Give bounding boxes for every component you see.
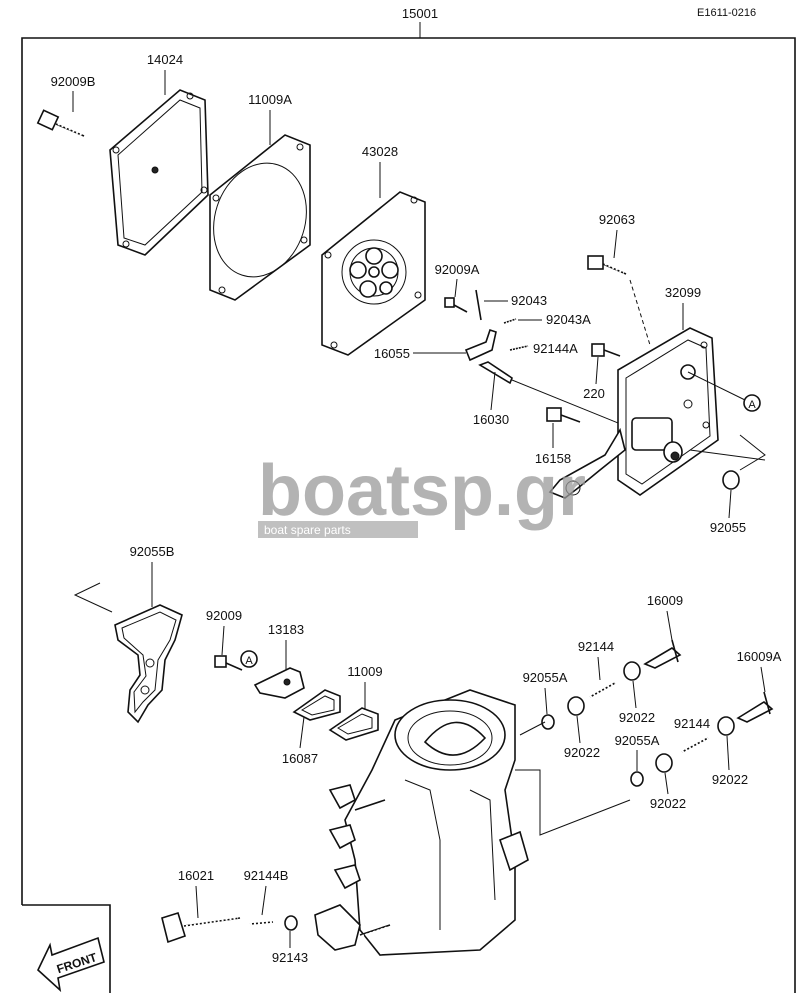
label-32099: 32099 [665, 285, 701, 300]
screw-92009 [214, 655, 243, 671]
mixture-screw-16009A [736, 691, 774, 723]
label-92144-1: 92144 [578, 639, 614, 654]
label-92055: 92055 [710, 520, 746, 535]
gasket-11009A [209, 134, 311, 301]
bolt-92009B [36, 109, 85, 137]
bolt-92063 [587, 255, 627, 275]
assembly-number: 15001 [402, 6, 438, 21]
label-92022-4: 92022 [712, 772, 748, 787]
washer-92022-4 [717, 716, 735, 736]
label-92022-3: 92022 [650, 796, 686, 811]
spring-92144-2 [679, 733, 711, 757]
label-16009: 16009 [647, 593, 683, 608]
label-92022-2: 92022 [619, 710, 655, 725]
label-92144-2: 92144 [674, 716, 710, 731]
o-ring-92055A-1 [541, 714, 555, 730]
bolt-16158 [546, 407, 581, 423]
reference-marker-top [743, 394, 761, 412]
label-92143: 92143 [272, 950, 308, 965]
lever-16055 [464, 328, 497, 362]
screw-92009A [444, 297, 468, 313]
label-11009: 11009 [347, 664, 382, 679]
watermark-brand: boatsp.gr [258, 451, 586, 531]
gasket-11009 [328, 707, 379, 741]
reference-marker-bottom [240, 650, 258, 668]
spring-92144-1 [587, 678, 618, 702]
front-arrow-icon [37, 936, 105, 993]
marker-label-top: A [748, 399, 756, 411]
o-ring-92055A-2 [630, 771, 644, 787]
diaphragm-cover-14024 [109, 89, 209, 256]
watermark-tagline: boat spare parts [264, 523, 351, 537]
label-220: 220 [583, 386, 605, 401]
needle-16030 [478, 361, 513, 385]
plate-13183 [253, 667, 305, 699]
marker-label-bottom: A [245, 655, 253, 667]
watermark-tagline-bg [258, 521, 418, 538]
label-16009A: 16009A [737, 649, 782, 664]
label-92055B: 92055B [130, 544, 175, 559]
carburetor-body [314, 689, 529, 956]
spring-92144A [509, 345, 529, 351]
label-14024: 14024 [147, 52, 183, 67]
label-16158: 16158 [535, 451, 571, 466]
label-92043A: 92043A [546, 312, 591, 327]
spring-pin-92043A [503, 318, 517, 324]
washer-92022-2 [623, 661, 641, 681]
label-43028: 43028 [362, 144, 398, 159]
pin-92043 [475, 289, 482, 321]
diaphragm-43028 [321, 191, 426, 356]
label-16021: 16021 [178, 868, 214, 883]
idle-screw-16021 [161, 911, 241, 944]
label-92063: 92063 [599, 212, 635, 227]
spring-92144B [249, 917, 274, 929]
label-16030: 16030 [473, 412, 509, 427]
washer-92022-3 [655, 753, 673, 773]
mixture-screw-16009 [643, 639, 682, 669]
label-92009A: 92009A [435, 262, 480, 277]
doc-code: E1611-0216 [697, 7, 756, 19]
watermark-logo: boatsp.gr [258, 451, 586, 531]
label-92055A-1: 92055A [523, 670, 568, 685]
label-92009B: 92009B [51, 74, 96, 89]
label-92022-1: 92022 [564, 745, 600, 760]
assembly-frame [21, 37, 796, 993]
washer-92143 [284, 915, 298, 931]
gasket-16087 [292, 689, 341, 721]
label-92144A: 92144A [533, 341, 578, 356]
label-92043: 92043 [511, 293, 547, 308]
bolt-220 [591, 343, 621, 357]
label-16087: 16087 [282, 751, 318, 766]
label-92144B: 92144B [244, 868, 289, 883]
frame-notch [22, 904, 111, 993]
label-11009A: 11009A [248, 92, 292, 107]
gasket-92055B [114, 604, 183, 724]
o-ring-92055 [722, 470, 740, 490]
label-13183: 13183 [268, 622, 304, 637]
label-16055: 16055 [374, 346, 410, 361]
label-92055A-2: 92055A [615, 733, 660, 748]
label-92009: 92009 [206, 608, 242, 623]
washer-92022-1 [567, 696, 585, 716]
